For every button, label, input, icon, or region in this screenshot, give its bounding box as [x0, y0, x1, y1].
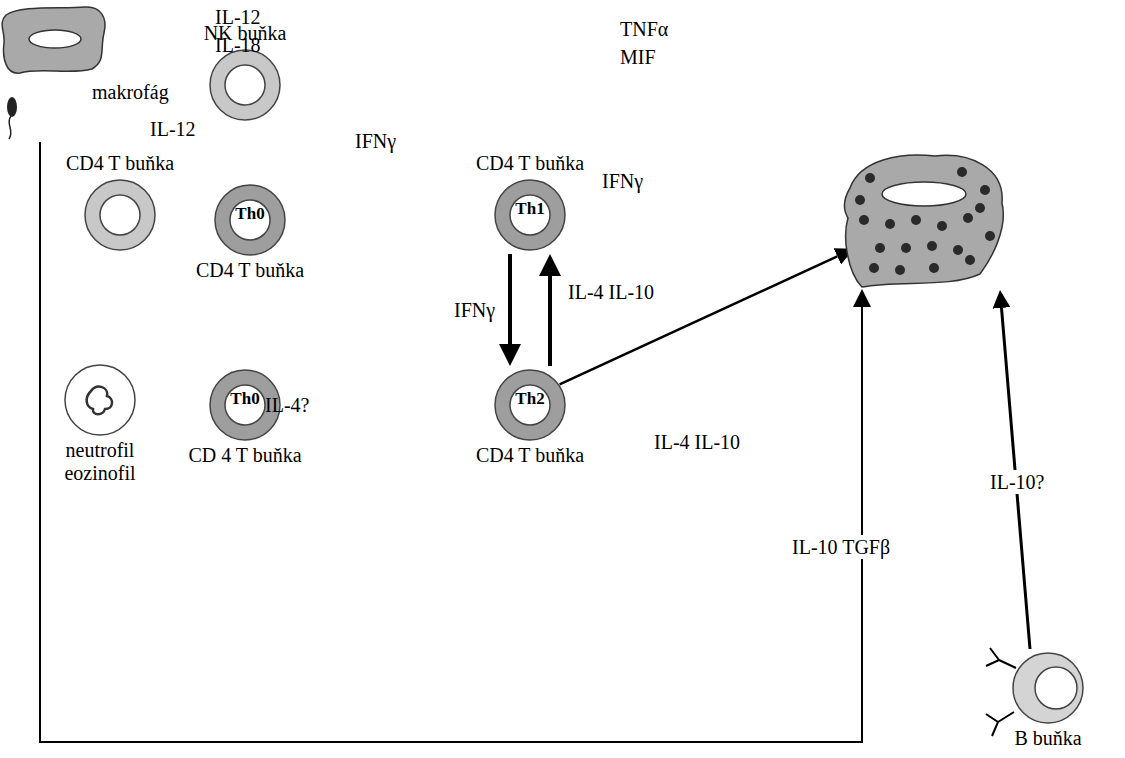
- edge-label: IL-4 IL-10: [652, 430, 742, 454]
- activated-macrophage: [840, 148, 1010, 288]
- cell-name-label: makrofág: [92, 81, 169, 104]
- b-cell-shape: [1011, 651, 1085, 725]
- th1-cell: CD4 T buňkaTh1: [493, 178, 567, 252]
- antibody-symbol: [986, 648, 1016, 736]
- neutrophil-shape: [63, 363, 137, 437]
- th2-cell: Th2CD4 T buňka: [493, 368, 567, 442]
- cell-name-label: CD4 T buňka: [476, 152, 584, 175]
- activated-macrophage-shape: [840, 148, 1010, 288]
- arrow-connector: [40, 142, 862, 742]
- cytokine-label: IFNγ: [355, 130, 396, 153]
- edge-label: IL-10?: [988, 470, 1046, 494]
- cytokine-label: IL-12: [215, 6, 261, 29]
- cell-shape: [208, 48, 282, 122]
- b-cell: B buňka: [1011, 651, 1085, 725]
- cell-type-label: Th1: [515, 199, 544, 219]
- cd4-t-cell: CD4 T buňka: [83, 178, 157, 252]
- cell-type-label: Th0: [230, 389, 259, 409]
- nk-cell: NK buňka: [208, 48, 282, 122]
- cytokine-label: IL-12: [150, 118, 196, 141]
- cell-name-label: neutrofil eozinofil: [64, 439, 135, 485]
- cell-name-label: CD4 T buňka: [66, 152, 174, 175]
- cytokine-label: IL-18: [215, 34, 261, 57]
- arrow-connector: [508, 254, 512, 344]
- neutrophil-cell: neutrofil eozinofil: [63, 363, 137, 437]
- edge-label: IL-4 IL-10: [566, 280, 656, 304]
- cytokine-label: IFNγ: [602, 170, 643, 193]
- macrophage: makrofág: [0, 3, 110, 140]
- cytokine-label: MIF: [620, 46, 656, 69]
- cell-type-label: Th2: [515, 389, 544, 409]
- edge-label: IL-10 TGFβ: [790, 535, 892, 559]
- cell-name-label: CD 4 T buňka: [188, 444, 301, 467]
- cell-shape: [83, 178, 157, 252]
- cell-type-label: Th0: [235, 204, 264, 224]
- cell-name-label: CD4 T buňka: [476, 444, 584, 467]
- cell-name-label: B buňka: [1014, 727, 1081, 750]
- arrow-connector: [548, 276, 552, 366]
- cell-name-label: CD4 T buňka: [196, 259, 304, 282]
- edge-label: IFNγ: [452, 298, 497, 322]
- th0-cell: Th0CD4 T buňka: [213, 183, 287, 257]
- cytokine-label: IL-4?: [265, 394, 309, 417]
- macrophage-shape: [0, 3, 110, 140]
- cytokine-label: TNFα: [620, 18, 668, 41]
- arrow-connector: [560, 256, 838, 384]
